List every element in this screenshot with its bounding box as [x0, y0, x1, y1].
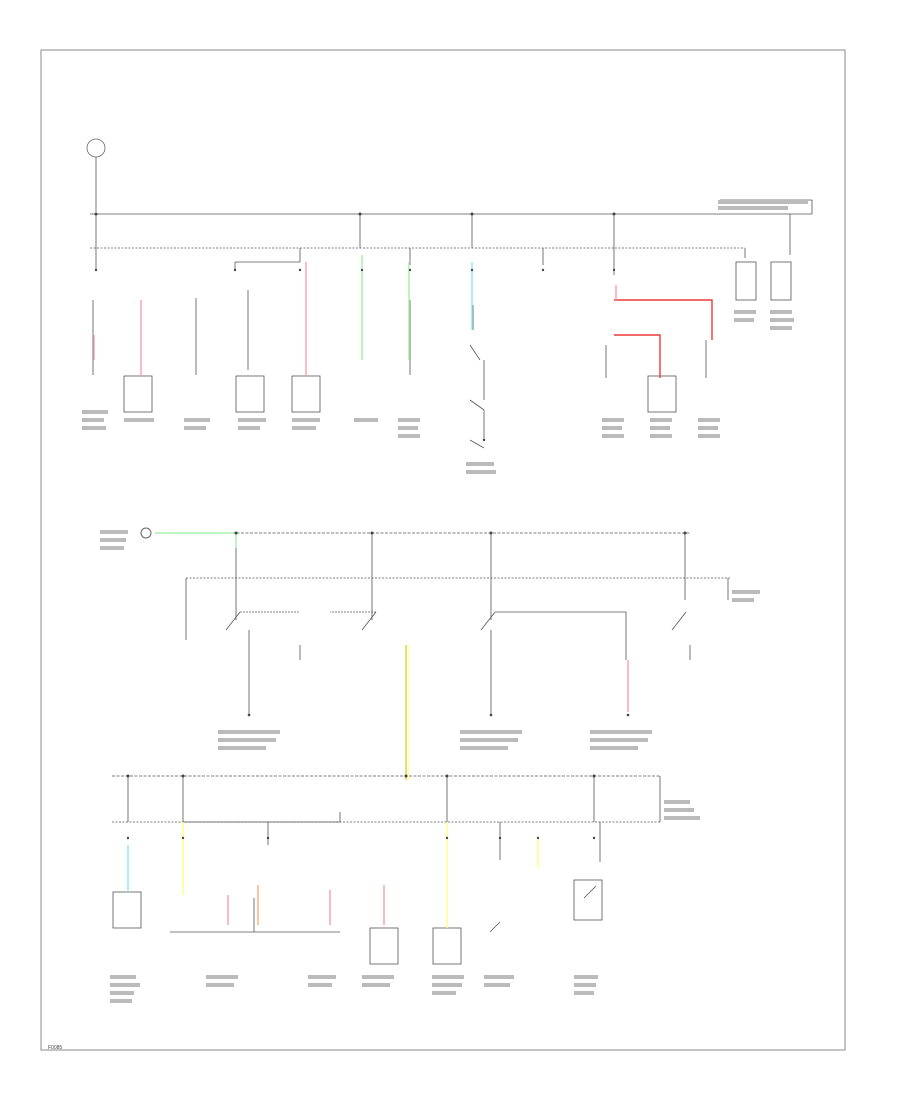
component-box	[573, 879, 603, 921]
component-box	[647, 375, 677, 413]
middle-text-blocks	[100, 530, 760, 750]
relay-box	[770, 261, 792, 301]
top-section	[86, 138, 813, 449]
top-connectors	[94, 212, 616, 442]
component-box	[369, 927, 399, 965]
diagram-frame	[40, 49, 846, 1051]
top-text-blocks	[82, 200, 808, 474]
bottom-text-blocks	[110, 800, 700, 1003]
middle-section	[160, 532, 730, 715]
middle-colored-wires	[155, 532, 629, 780]
component-box	[291, 375, 321, 413]
component-box	[432, 927, 462, 965]
component-box	[235, 375, 265, 413]
top-colored-wires	[93, 255, 713, 378]
relay-box	[735, 261, 757, 301]
diagram-code: F0085	[48, 1045, 63, 1051]
bottom-connectors	[126, 774, 596, 840]
bottom-colored-wires	[127, 822, 539, 928]
power-source-icon	[86, 138, 106, 158]
component-box	[112, 891, 142, 929]
component-box	[123, 375, 153, 413]
middle-connectors	[140, 527, 687, 717]
bottom-section	[112, 775, 661, 965]
